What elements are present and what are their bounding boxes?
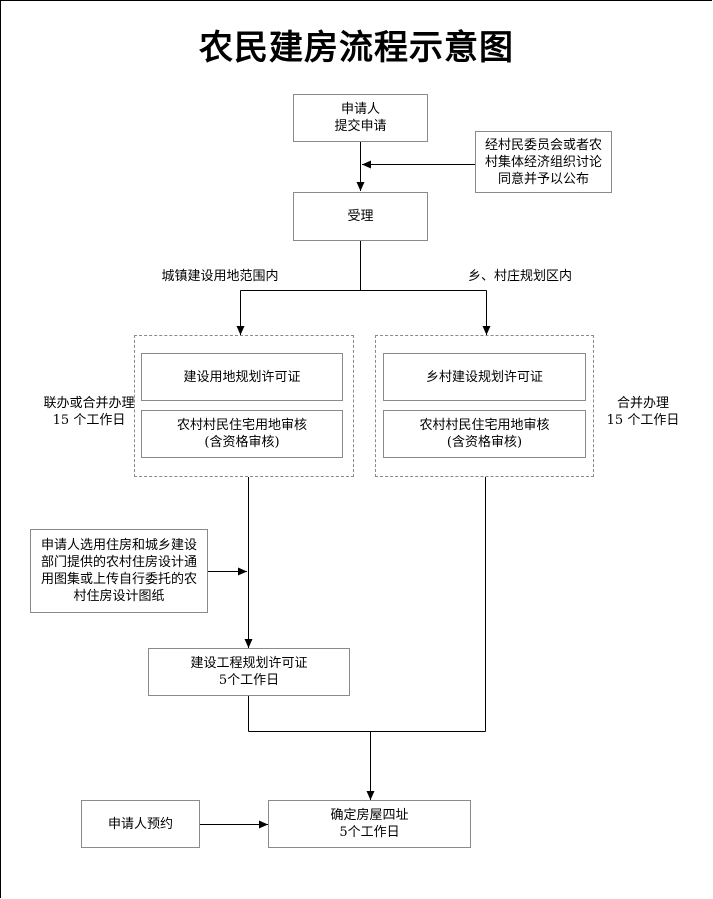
node-engineering-permit: 建设工程规划许可证 5个工作日	[148, 648, 350, 696]
node-urban-permit: 建设用地规划许可证	[141, 353, 343, 401]
node-design-choice: 申请人选用住房和城乡建设 部门提供的农村住房设计通 用图集或上传自行委托的农 村…	[30, 529, 208, 613]
label-urban-note: 联办或合并办理 15 个工作日	[43, 396, 135, 428]
node-urban-homestead: 农村村民住宅用地审核 (含资格审核)	[141, 410, 343, 458]
label-rural-branch: 乡、村庄规划区内	[467, 269, 572, 284]
node-apply: 申请人 提交申请	[293, 94, 428, 142]
group-rural	[375, 335, 594, 477]
label-rural-note: 合并办理 15 个工作日	[606, 396, 680, 428]
node-accept: 受理	[293, 192, 428, 241]
node-village-review: 经村民委员会或者农 村集体经济组织讨论 同意并予以公布	[475, 131, 612, 193]
node-appointment: 申请人预约	[81, 800, 200, 848]
label-urban-branch: 城镇建设用地范围内	[161, 269, 279, 284]
node-confirm-site: 确定房屋四址 5个工作日	[268, 800, 471, 848]
page-title: 农民建房流程示意图	[199, 28, 514, 68]
node-rural-homestead: 农村村民住宅用地审核 (含资格审核)	[383, 410, 586, 458]
group-urban	[134, 335, 354, 477]
node-rural-permit: 乡村建设规划许可证	[383, 353, 586, 401]
